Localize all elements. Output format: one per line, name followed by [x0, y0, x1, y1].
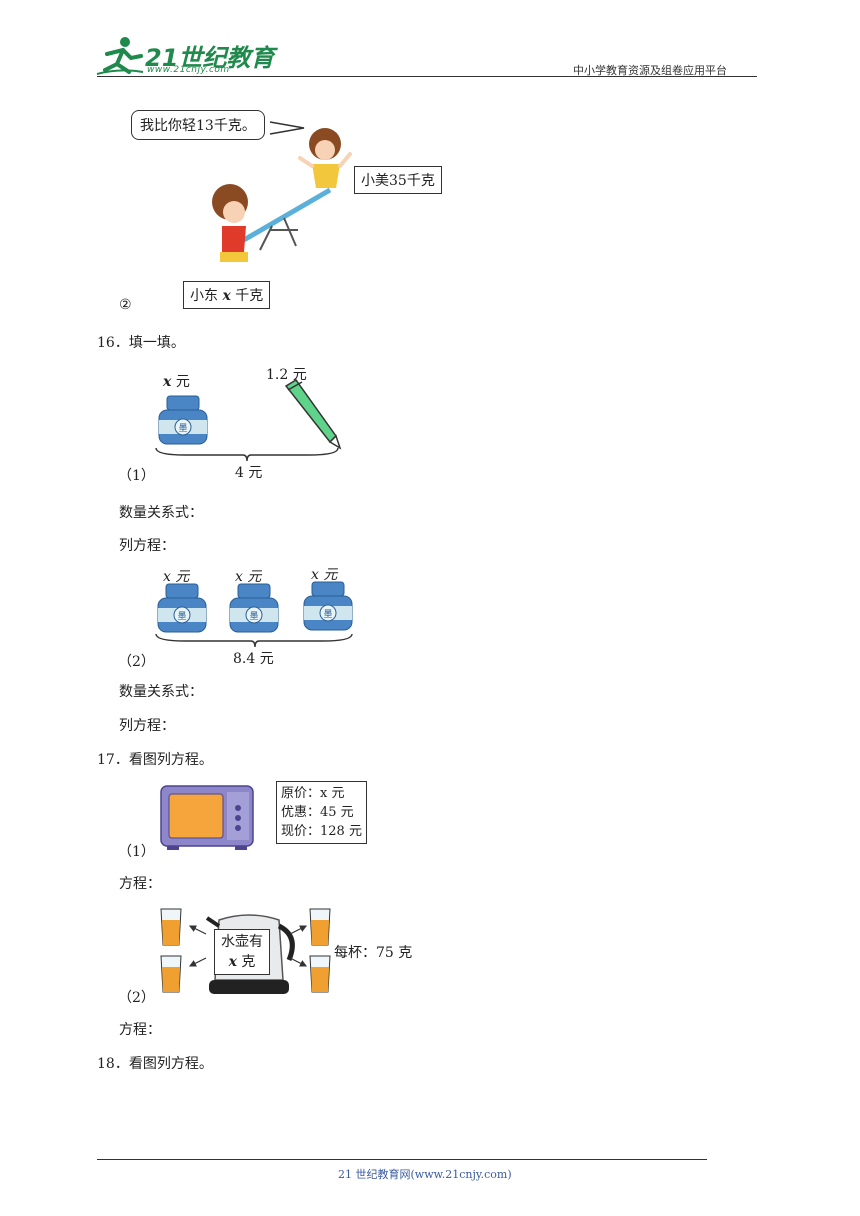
- ink-bottle-icon: 墨: [157, 583, 207, 633]
- q16-p2-equation-label: 列方程：: [119, 718, 175, 734]
- ink-bottle-icon: 墨: [158, 395, 208, 445]
- footer-text: 21 世纪教育网(www.21cnjy.com): [338, 1168, 512, 1181]
- q16-p1-total: 4 元: [235, 465, 263, 481]
- ink-bottle-icon: 墨: [229, 583, 279, 633]
- kettle-label: 水壶有 x 克: [214, 929, 270, 975]
- ink-label-3: x 元: [311, 567, 338, 583]
- ink-label-1: x 元: [163, 569, 190, 585]
- bubble-tail: [269, 121, 305, 135]
- logo-runner-icon: [96, 37, 144, 75]
- logo-title: 21世纪教育: [145, 44, 275, 72]
- current-price: 现价：128 元: [281, 824, 362, 839]
- ink-bottle-icon: 墨: [303, 581, 353, 631]
- site-tagline: 中小学教育资源及组卷应用平台: [573, 64, 727, 77]
- brace-2: [155, 633, 353, 648]
- q16-p2-total: 8.4 元: [233, 651, 274, 667]
- cup-icon: [309, 908, 331, 946]
- q16-p1-relation-label: 数量关系式：: [119, 505, 203, 521]
- header: 21世纪教育 www.21cnjy.com 中小学教育资源及组卷应用平台: [95, 34, 760, 78]
- brace-1: [155, 447, 339, 462]
- pen-icon: [284, 379, 342, 450]
- svg-text:墨: 墨: [323, 609, 332, 620]
- discount: 优惠：45 元: [281, 805, 354, 820]
- footer-divider: [97, 1159, 707, 1160]
- cup-icon: [160, 908, 182, 946]
- ink-price-label: x 元: [163, 374, 190, 390]
- arrows: [188, 925, 308, 967]
- q17-p2-equation-label: 方程：: [119, 1022, 161, 1038]
- price-info-box: 原价：x 元 优惠：45 元 现价：128 元: [276, 781, 367, 844]
- ink-label-2: x 元: [235, 569, 262, 585]
- q16-title: 16．填一填。: [97, 335, 185, 351]
- original-price: 原价：x 元: [281, 786, 345, 801]
- svg-text:墨: 墨: [178, 423, 187, 434]
- pen-price-label: 1.2 元: [266, 367, 307, 383]
- q17-p1-equation-label: 方程：: [119, 876, 161, 892]
- seesaw-illustration: [212, 128, 352, 262]
- svg-text:墨: 墨: [177, 611, 186, 622]
- boy-weight-label: 小东 x 千克: [183, 281, 271, 309]
- logo-url: www.21cnjy.com: [147, 65, 230, 75]
- speech-bubble: 我比你轻13千克。: [131, 110, 265, 140]
- q16-p1-index: （1）: [118, 468, 155, 484]
- svg-text:墨: 墨: [249, 611, 258, 622]
- q17-p2-index: （2）: [118, 990, 155, 1006]
- q17-p1-index: （1）: [118, 844, 155, 860]
- header-divider: [97, 76, 757, 77]
- per-cup-label: 每杯：75 克: [334, 945, 413, 961]
- figure-index: ②: [119, 297, 132, 313]
- q17-title: 17．看图列方程。: [97, 752, 213, 768]
- q18-title: 18．看图列方程。: [97, 1056, 213, 1072]
- cup-icon: [160, 955, 182, 993]
- q16-p1-equation-label: 列方程：: [119, 538, 175, 554]
- q16-p2-index: （2）: [118, 654, 155, 670]
- girl-weight-label: 小美35千克: [354, 166, 442, 194]
- q16-p2-relation-label: 数量关系式：: [119, 684, 203, 700]
- microwave-icon: [160, 785, 254, 850]
- cup-icon: [309, 955, 331, 993]
